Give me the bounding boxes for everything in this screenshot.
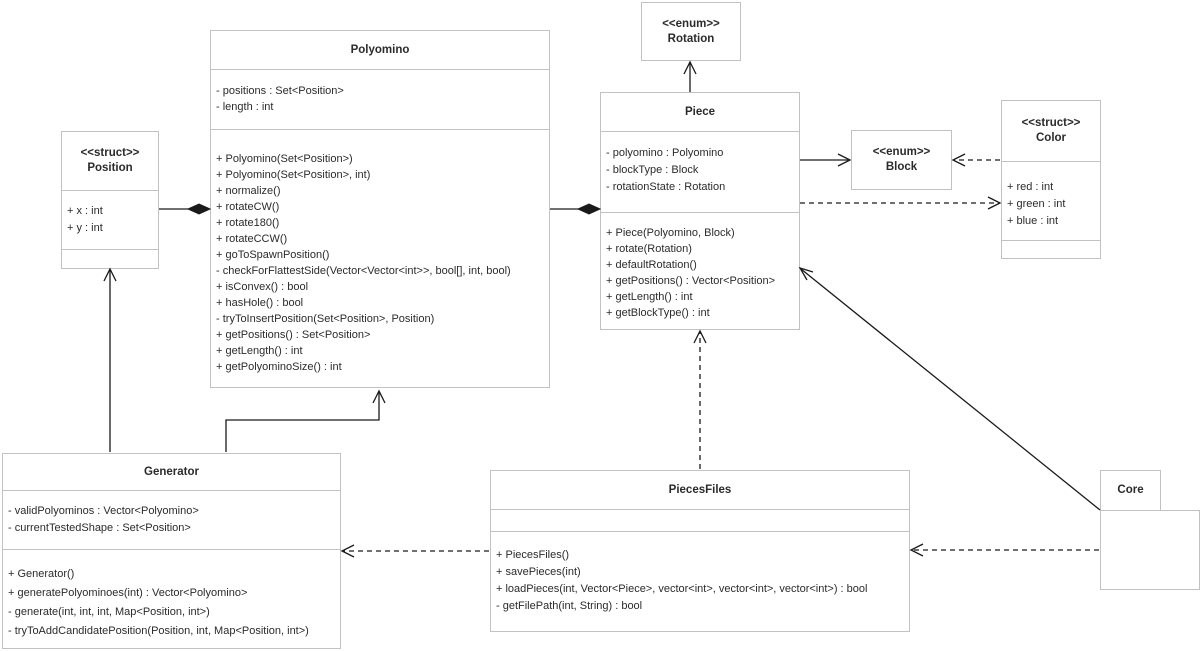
color-name: Color — [1035, 132, 1067, 144]
class-member: + getPolyominoSize() : int — [216, 361, 342, 373]
dependency-piece-color — [800, 196, 1002, 210]
class-member: + PiecesFiles() — [496, 549, 570, 561]
class-generator[interactable]: Generator - validPolyominos : Vector<Pol… — [2, 453, 341, 649]
class-member: + hasHole() : bool — [216, 297, 304, 309]
class-member: + normalize() — [216, 185, 281, 197]
class-member: - validPolyominos : Vector<Polyomino> — [8, 505, 199, 517]
rotation-stereotype: <<enum>> — [662, 17, 720, 30]
composition-piece-polyomino — [550, 203, 602, 215]
color-stereotype: <<struct>> — [1021, 117, 1081, 129]
class-member: + red : int — [1007, 181, 1054, 193]
class-member: + Piece(Polyomino, Block) — [606, 227, 735, 239]
class-color-methods — [1002, 240, 1100, 258]
class-member: - getFilePath(int, String) : bool — [496, 600, 643, 612]
class-member: + getPositions() : Vector<Position> — [606, 275, 776, 287]
class-member: + rotateCW() — [216, 201, 280, 213]
class-block-title: <<enum>> Block — [852, 131, 951, 189]
class-member: + generatePolyominoes(int) : Vector<Poly… — [8, 587, 248, 599]
package-core-body[interactable] — [1100, 510, 1200, 590]
class-member: + blue : int — [1007, 215, 1059, 227]
dependency-piecesfiles-piece — [693, 329, 707, 469]
association-generator-polyomino — [225, 389, 386, 452]
association-generator-position — [103, 267, 117, 452]
class-piecesfiles-attributes — [491, 509, 909, 531]
class-generator-methods: + Generator() + generatePolyominoes(int) … — [3, 549, 340, 648]
class-member: + Generator() — [8, 568, 75, 580]
class-member: - tryToAddCandidatePosition(Position, in… — [8, 625, 309, 637]
class-member: - length : int — [216, 101, 274, 113]
class-color[interactable]: <<struct>> Color + red : int + green : in… — [1001, 100, 1101, 259]
dependency-core-piecesfiles — [909, 543, 1099, 557]
block-name: Block — [885, 161, 918, 173]
class-position-methods — [62, 249, 158, 268]
class-member: - generate(int, int, int, Map<Position, … — [8, 606, 210, 618]
class-member: + loadPieces(int, Vector<Piece>, vector<… — [496, 583, 868, 595]
class-polyomino[interactable]: Polyomino - positions : Set<Position> - l… — [210, 30, 550, 388]
class-member: - checkForFlattestSide(Vector<Vector<int… — [216, 265, 511, 277]
class-member: - tryToInsertPosition(Set<Position>, Pos… — [216, 313, 435, 325]
class-member: + rotate180() — [216, 217, 280, 229]
position-stereotype: <<struct>> — [80, 147, 140, 159]
package-core-title: Core — [1117, 484, 1144, 496]
class-member: - blockType : Block — [606, 164, 699, 176]
class-color-attributes: + red : int + green : int + blue : int — [1002, 161, 1100, 240]
class-member: + savePieces(int) — [496, 566, 581, 578]
class-member: - positions : Set<Position> — [216, 85, 344, 97]
class-block[interactable]: <<enum>> Block — [851, 130, 952, 190]
class-generator-attributes: - validPolyominos : Vector<Polyomino> - c… — [3, 490, 340, 549]
class-generator-title: Generator — [144, 465, 199, 478]
package-core-tab[interactable]: Core — [1100, 470, 1161, 511]
class-member: + goToSpawnPosition() — [216, 249, 330, 261]
class-position-title: <<struct>> Position — [62, 132, 158, 190]
class-member: + rotateCCW() — [216, 233, 288, 245]
class-polyomino-methods: + Polyomino(Set<Position>) + Polyomino(Se… — [211, 129, 549, 387]
dependency-color-block — [951, 153, 1000, 167]
class-piece-attributes: - polyomino : Polyomino - blockType : Blo… — [601, 131, 799, 212]
position-name: Position — [87, 162, 133, 174]
class-member: + getBlockType() : int — [606, 307, 710, 319]
class-member: + getLength() : int — [216, 345, 303, 357]
class-member: + y : int — [67, 222, 103, 234]
class-rotation[interactable]: <<enum>> Rotation — [641, 2, 741, 61]
class-member: + isConvex() : bool — [216, 281, 309, 293]
class-position[interactable]: <<struct>> Position + x : int + y : int — [61, 131, 159, 269]
class-color-title: <<struct>> Color — [1002, 101, 1100, 161]
class-member: + getLength() : int — [606, 291, 693, 303]
class-polyomino-title: Polyomino — [350, 43, 410, 56]
class-member: + green : int — [1007, 198, 1066, 210]
class-member: + x : int — [67, 205, 103, 217]
class-member: - currentTestedShape : Set<Position> — [8, 522, 191, 534]
class-member: + defaultRotation() — [606, 259, 697, 271]
class-member: + getPositions() : Set<Position> — [216, 329, 371, 341]
class-member: + Polyomino(Set<Position>, int) — [216, 169, 371, 181]
class-piecesfiles-methods: + PiecesFiles() + savePieces(int) + loadPi… — [491, 531, 909, 631]
dependency-piecesfiles-generator — [340, 544, 489, 558]
class-member: - polyomino : Polyomino — [606, 147, 724, 159]
composition-polyomino-position — [159, 203, 212, 215]
class-member: + Polyomino(Set<Position>) — [216, 153, 353, 165]
class-piece-title: Piece — [684, 105, 716, 118]
class-piece-methods: + Piece(Polyomino, Block) + rotate(Rotati… — [601, 212, 799, 329]
class-piecesfiles-title: PiecesFiles — [668, 483, 732, 496]
association-piece-block — [800, 153, 852, 167]
association-piece-rotation — [683, 60, 697, 92]
class-member: + rotate(Rotation) — [606, 243, 692, 255]
rotation-name: Rotation — [667, 32, 715, 45]
class-member: - rotationState : Rotation — [606, 181, 726, 193]
class-piecesfiles[interactable]: PiecesFiles + PiecesFiles() + savePieces(… — [490, 470, 910, 632]
class-rotation-title: <<enum>> Rotation — [642, 3, 740, 60]
class-position-attributes: + x : int + y : int — [62, 190, 158, 249]
class-polyomino-attributes: - positions : Set<Position> - length : in… — [211, 69, 549, 129]
class-piece[interactable]: Piece - polyomino : Polyomino - blockType… — [600, 92, 800, 330]
block-stereotype: <<enum>> — [872, 146, 931, 158]
